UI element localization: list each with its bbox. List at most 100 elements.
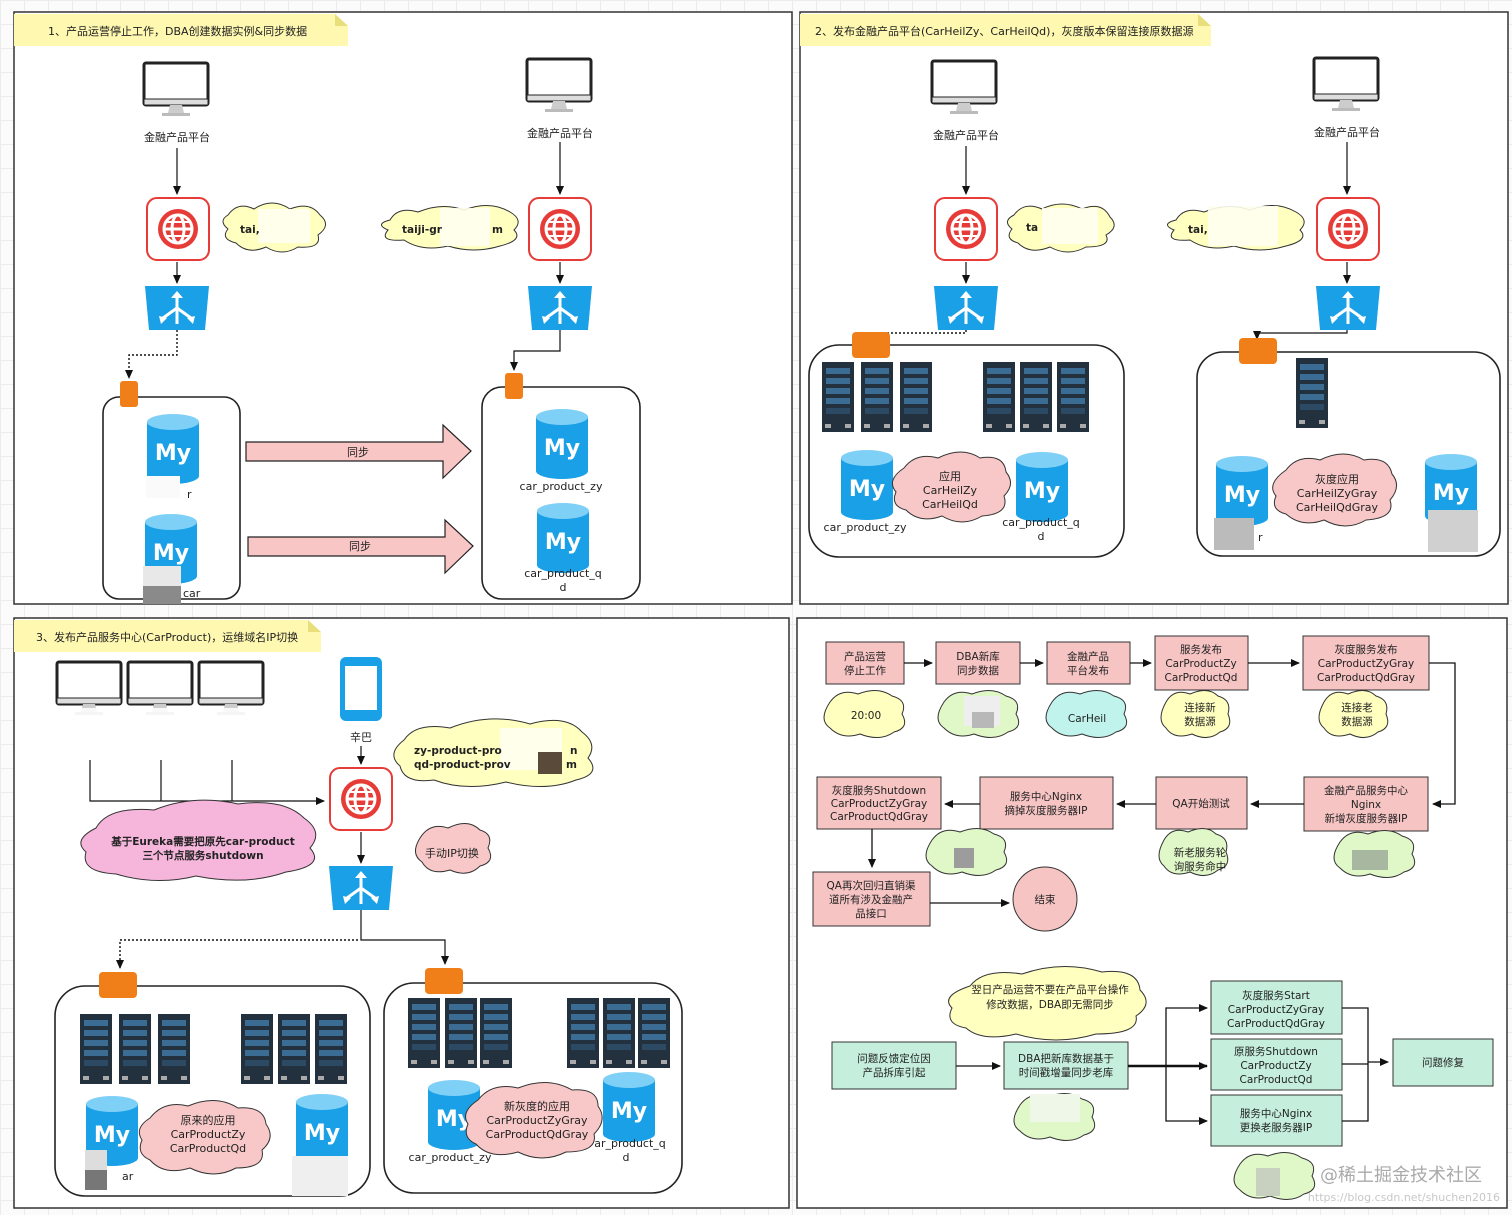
nginx-switch-line-2: 更换老服务器IP <box>1240 1121 1312 1134</box>
yellow-cloud-tail-2: m <box>566 759 577 771</box>
gray-start-line-2: CarProductZyGray <box>1228 1004 1324 1016</box>
time-cloud: 20:00 <box>851 710 881 722</box>
fallback-nginx-switch: 服务中心Nginx 更换老服务器IP <box>1210 1094 1343 1147</box>
step-6-line-1: 金融产品服务中心 <box>1324 784 1408 797</box>
server-icon <box>408 998 440 1068</box>
server-icon <box>1296 358 1328 428</box>
gray-cloud-line-1: 灰度应用 <box>1315 472 1359 486</box>
gateway-icon <box>145 196 211 262</box>
server-icon <box>315 1014 347 1084</box>
step-10-line-1: QA再次回归直销渠 <box>827 879 916 892</box>
note-cloud-line-2: 修改数据，DBA即无需同步 <box>986 998 1113 1011</box>
watermark-url: https://blog.csdn.net/shuchen2016 <box>1308 1191 1500 1204</box>
watermark: @稀土掘金技术社区 <box>1320 1165 1482 1186</box>
platform-left-label: 金融产品平台 <box>933 128 999 142</box>
server-icon <box>1020 362 1052 432</box>
db-qd-label-2: d <box>560 581 567 594</box>
panel-3-title: 3、发布产品服务中心(CarProduct)，运维域名IP切换 <box>36 630 298 644</box>
step-6-line-3: 新增灰度服务器IP <box>1325 812 1408 825</box>
step-9-line-3: CarProductQdGray <box>830 811 928 823</box>
step-1-line-2: 停止工作 <box>844 664 886 677</box>
server-icon <box>567 998 599 1068</box>
fallback-orig-shutdown: 原服务Shutdown CarProductZy CarProductQd <box>1210 1038 1343 1091</box>
step-8-line-1: 服务中心Nginx <box>1010 790 1082 803</box>
fallback-fix: 问题修复 <box>1392 1038 1494 1087</box>
db-zy-label: car_product_zy <box>520 480 603 493</box>
load-balancer-icon <box>932 284 1000 332</box>
server-icon <box>445 998 477 1068</box>
cloud-left-text: tai, <box>240 224 260 236</box>
platform-right-label: 金融产品平台 <box>527 126 593 140</box>
load-balancer-icon <box>143 284 211 332</box>
end-node <box>1012 866 1078 932</box>
db-right-label: r <box>1258 531 1263 544</box>
panel-3: 3、发布产品服务中心(CarProduct)，运维域名IP切换 辛巴 zy-pr… <box>13 617 790 1209</box>
new-app-cloud-line-3: CarProductQdGray <box>486 1128 589 1141</box>
db-qd-label-1: ar_product_q <box>594 1137 666 1150</box>
db-left-label: ar <box>122 1170 134 1183</box>
step-8-line-2: 摘掉灰度服务器IP <box>1005 804 1088 817</box>
note-cloud-line-1: 翌日产品运营不要在产品平台操作 <box>971 983 1129 996</box>
panel-2: 2、发布金融产品平台(CarHeilZy、CarHeilQd)，灰度版本保留连接… <box>799 11 1509 605</box>
step-4-line-3: CarProductQd <box>1165 672 1238 684</box>
fallback-dba: DBA把新库数据基于 时间戳增量同步老库 <box>1003 1041 1129 1090</box>
cloud-left-text: ta <box>1026 222 1038 234</box>
gray-cloud-line-2: CarHeilZyGray <box>1297 487 1378 500</box>
mysql-icon <box>296 1094 348 1164</box>
step-5-line-2: CarProductZyGray <box>1318 658 1414 670</box>
fallback-dba-line-2: 时间戳增量同步老库 <box>1019 1066 1114 1079</box>
fallback-start: 问题反馈定位因 产品拆库引起 <box>831 1041 957 1090</box>
gray-start-line-3: CarProductQdGray <box>1227 1018 1325 1030</box>
load-balancer-icon <box>327 864 395 912</box>
server-icon <box>480 998 512 1068</box>
step-4-line-2: CarProductZy <box>1165 658 1236 670</box>
yellow-cloud-line-1: zy-product-pro <box>414 745 502 757</box>
step-1-line-1: 产品运营 <box>844 650 886 663</box>
panel-1-title: 1、产品运营停止工作，DBA创建数据实例&同步数据 <box>48 24 307 38</box>
step-5-line-1: 灰度服务发布 <box>1335 643 1398 656</box>
fix-label: 问题修复 <box>1422 1056 1464 1069</box>
cloud-right-text: tai, <box>1188 224 1208 236</box>
server-icon <box>119 1014 151 1084</box>
new-app-cloud-line-2: CarProductZyGray <box>486 1114 588 1127</box>
step-9-line-2: CarProductZyGray <box>831 798 927 810</box>
app-cloud-line-1: 应用 <box>939 469 961 483</box>
step-3-line-1: 金融产品 <box>1067 650 1109 663</box>
sync-arrow-1-label: 同步 <box>347 446 369 459</box>
server-icon <box>241 1014 273 1084</box>
step-1: 产品运营 停止工作 <box>825 641 905 685</box>
db-left-top-label: r <box>187 488 192 501</box>
step-6: 金融产品服务中心 Nginx 新增灰度服务器IP <box>1303 776 1429 832</box>
db-qd-label-1: car_product_q <box>524 567 602 580</box>
step-2-line-1: DBA新库 <box>956 650 999 663</box>
load-balancer-icon <box>526 284 594 332</box>
poll-cloud-line-2: 询服务命中 <box>1174 860 1227 873</box>
step-2-line-2: 同步数据 <box>957 664 999 677</box>
step-7: QA开始测试 <box>1155 776 1248 830</box>
yellow-cloud-tail-1: n <box>570 745 577 757</box>
server-icon <box>278 1014 310 1084</box>
connect-new-line-1: 连接新 <box>1184 701 1216 714</box>
mysql-icon <box>537 503 589 573</box>
old-app-cloud-line-2: CarProductZy <box>171 1128 246 1141</box>
old-app-cloud-line-1: 原来的应用 <box>181 1113 236 1127</box>
server-icon <box>638 998 670 1068</box>
poll-cloud-line-1: 新老服务轮 <box>1174 846 1227 859</box>
mysql-icon <box>147 414 199 484</box>
step-4-line-1: 服务发布 <box>1180 643 1222 656</box>
old-app-cloud-line-3: CarProductQd <box>170 1142 246 1155</box>
server-icon <box>861 362 893 432</box>
step-3: 金融产品 平台发布 <box>1046 641 1131 685</box>
db-qd-label-2: d <box>623 1151 630 1164</box>
load-balancer-icon <box>1314 284 1382 332</box>
step-7-line-1: QA开始测试 <box>1172 797 1230 810</box>
server-icon <box>158 1014 190 1084</box>
mysql-icon <box>536 409 588 479</box>
panel-4: 产品运营 停止工作 DBA新库 同步数据 金融产品 平台发布 服务发布 CarP… <box>796 617 1508 1209</box>
manual-ip-cloud: 手动IP切换 <box>425 846 479 860</box>
connect-old-line-1: 连接老 <box>1341 701 1373 714</box>
step-9: 灰度服务Shutdown CarProductZyGray CarProduct… <box>816 776 942 830</box>
fallback-start-line-1: 问题反馈定位因 <box>857 1052 931 1065</box>
connect-old-line-2: 数据源 <box>1341 715 1373 728</box>
